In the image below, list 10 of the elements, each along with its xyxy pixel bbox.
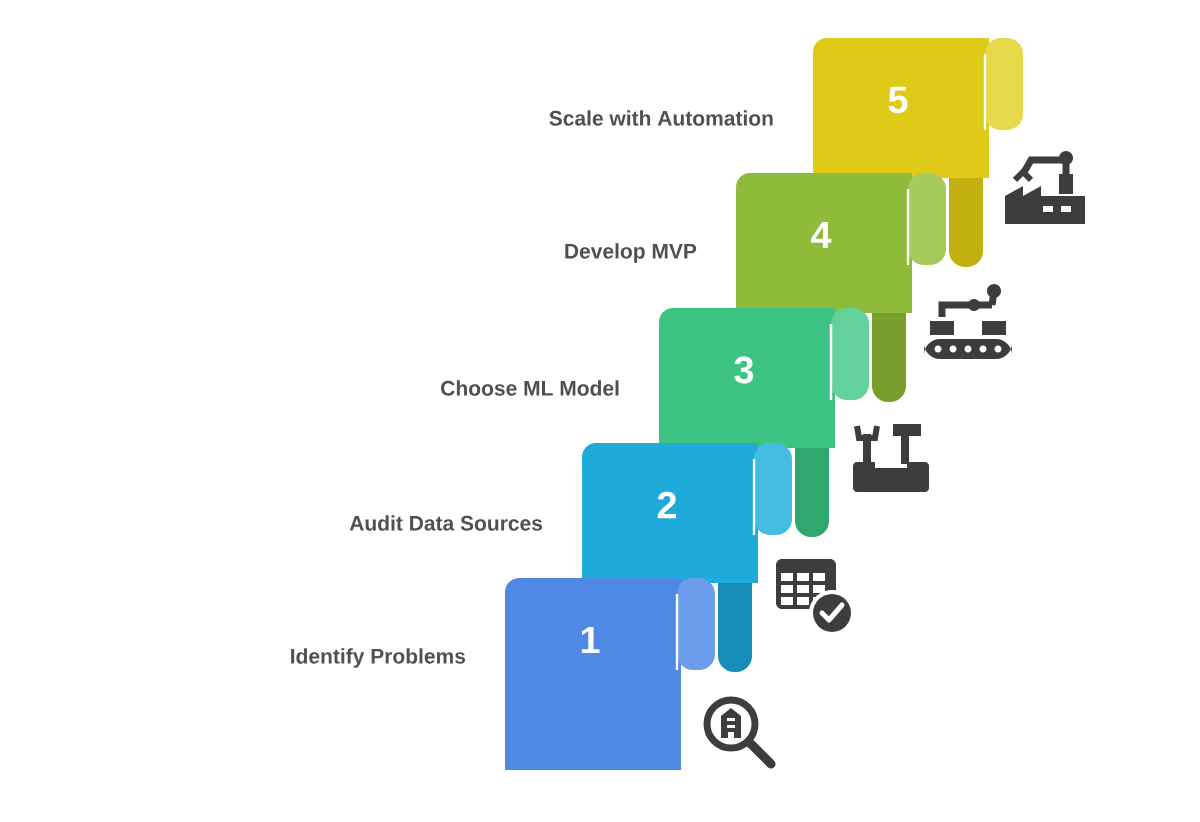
scroll-step: 4: [736, 173, 946, 313]
step-label: Scale with Automation: [549, 110, 773, 126]
scroll-step: 5: [813, 38, 1023, 178]
scroll-step: 2: [582, 443, 792, 583]
scroll-step: 3: [659, 308, 869, 448]
step-label: Develop MVP: [565, 243, 697, 263]
step-label: Identify Problems: [291, 648, 466, 668]
scroll-step: 1: [505, 578, 715, 770]
step-label: Choose ML Model: [441, 380, 619, 396]
step-label: Audit Data Sources: [349, 515, 543, 531]
